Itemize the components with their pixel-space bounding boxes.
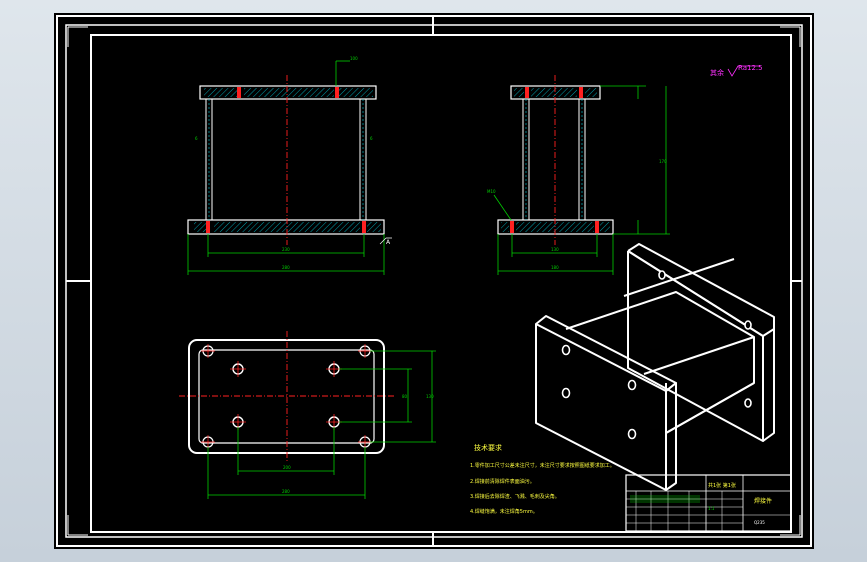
svg-text:6: 6 — [195, 136, 198, 141]
tech-req-item: 4.焊缝饱满，未注焊角5mm。 — [470, 508, 538, 515]
tech-req-title: 技术要求 — [474, 443, 502, 452]
top-view: 200 280 80 130 — [179, 331, 436, 499]
surface-roughness-note: 其余 Ra12.5 — [710, 64, 763, 77]
svg-text:280: 280 — [282, 489, 290, 494]
sheet-number: 共1张 第1张 — [708, 482, 736, 489]
scale: 1:1 — [708, 506, 715, 511]
tech-req-item: 2.焊接前清除焊件表面油污。 — [470, 478, 535, 485]
technical-requirements: 技术要求 1.零件加工尺寸公差未注尺寸，未注尺寸要求按照图纸要求加工。 2.焊接… — [470, 443, 615, 515]
svg-text:200: 200 — [283, 465, 291, 470]
sheet-border — [56, 15, 812, 547]
drawing-canvas: 其余 Ra12.5 280 230 100 6 6 — [56, 15, 812, 547]
svg-text:230: 230 — [282, 247, 290, 252]
side-view: 180 130 170 M10 — [487, 75, 670, 275]
front-view: 280 230 100 6 6 A — [187, 56, 392, 275]
svg-text:A: A — [386, 239, 391, 246]
roughness-value: Ra12.5 — [738, 64, 763, 72]
svg-text:6: 6 — [370, 136, 373, 141]
tech-req-item: 1.零件加工尺寸公差未注尺寸，未注尺寸要求按照图纸要求加工。 — [470, 462, 615, 469]
svg-text:80: 80 — [402, 394, 408, 399]
part-name: 焊接件 — [754, 497, 772, 505]
title-block: 共1张 第1张 焊接件 Q235 1:1 — [625, 474, 792, 532]
cad-drawing-sheet: 其余 Ra12.5 280 230 100 6 6 — [54, 13, 814, 549]
svg-text:M10: M10 — [487, 189, 496, 194]
top-view-holes — [201, 344, 372, 449]
svg-text:130: 130 — [426, 394, 434, 399]
svg-text:100: 100 — [350, 56, 358, 61]
isometric-view — [535, 243, 775, 491]
svg-text:其余: 其余 — [710, 68, 724, 77]
svg-text:170: 170 — [659, 159, 667, 164]
svg-text:130: 130 — [551, 247, 559, 252]
svg-text:180: 180 — [551, 265, 559, 270]
material: Q235 — [754, 520, 765, 525]
tech-req-item: 3.焊接后去除焊渣、飞溅、毛刺及尖角。 — [470, 493, 560, 500]
svg-text:280: 280 — [282, 265, 290, 270]
